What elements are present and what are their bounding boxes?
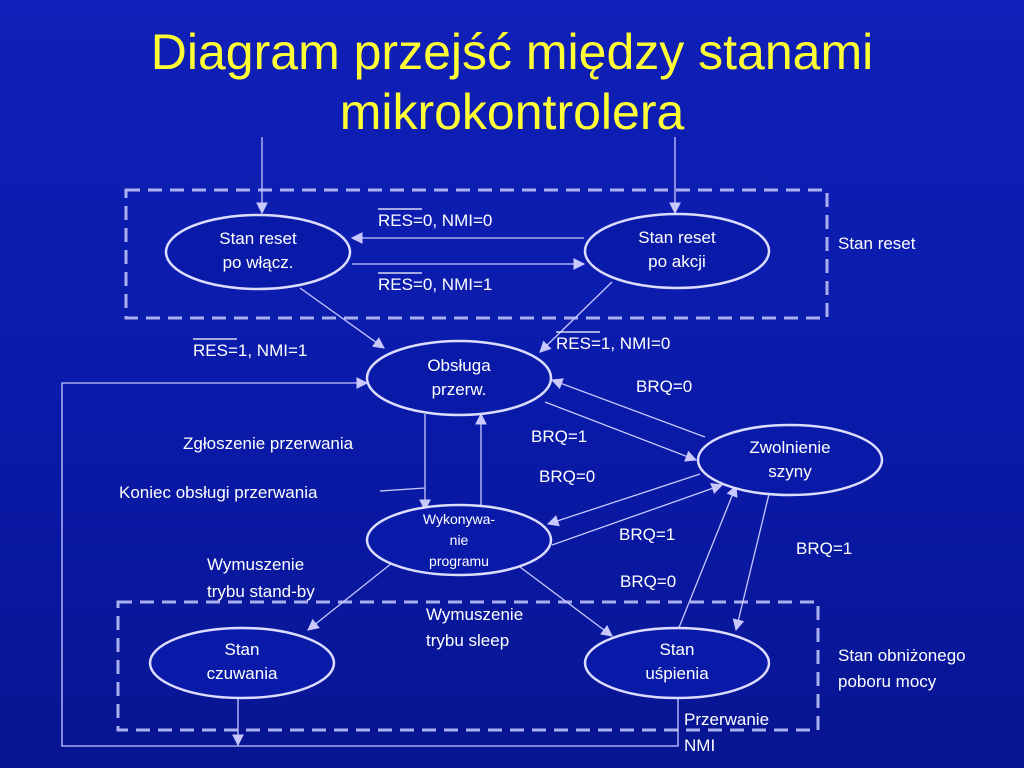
node-bus-release-line2: szyny — [768, 462, 812, 481]
node-sleep-line1: Stan — [660, 640, 695, 659]
edge-bus-to-sleep — [732, 489, 771, 632]
edge-bus-to-program — [546, 473, 701, 527]
label-res0-nmi1-res: RES — [378, 275, 413, 294]
node-sleep-line2: uśpienia — [645, 664, 709, 683]
label-res0-nmi0-res: RES — [378, 211, 413, 230]
label-brq0-c: BRQ=0 — [620, 572, 676, 591]
node-sleep: Stan uśpienia — [583, 626, 771, 700]
node-reset-power-on: Stan reset po włącz. — [164, 213, 352, 291]
node-interrupt-line2: przerw. — [432, 380, 487, 399]
node-reset-action-line2: po akcji — [648, 252, 706, 271]
node-bus-release: Zwolnienie szyny — [696, 423, 884, 497]
title-line-1: Diagram przejść między stanami — [150, 24, 874, 80]
group-label-low-power-2: poboru mocy — [838, 672, 937, 691]
label-force-sleep-1: Wymuszenie — [426, 605, 523, 624]
label-res1-nmi0-res: RES — [556, 334, 591, 353]
label-interrupt-request: Zgłoszenie przerwania — [183, 434, 354, 453]
node-program-line3: programu — [429, 553, 489, 569]
label-force-standby-2: trybu stand-by — [207, 582, 315, 601]
label-force-standby-1: Wymuszenie — [207, 555, 304, 574]
group-label-reset: Stan reset — [838, 234, 916, 253]
edge-nmi-loop — [61, 377, 679, 747]
label-nmi-2: NMI — [684, 736, 715, 755]
label-res0-nmi0-rest: =0, NMI=0 — [413, 211, 492, 230]
node-program: Wykonywa- nie programu — [365, 503, 553, 577]
edge-sleep-to-bus — [677, 484, 738, 631]
edge-poweron-to-interrupt — [299, 287, 385, 349]
label-brq1-c: BRQ=1 — [796, 539, 852, 558]
edge-action-to-interrupt — [539, 281, 613, 353]
node-program-line1: Wykonywa- — [423, 511, 496, 527]
node-reset-power-on-line1: Stan reset — [219, 229, 297, 248]
node-standby-line1: Stan — [225, 640, 260, 659]
label-brq0-b: BRQ=0 — [539, 467, 595, 486]
svg-text:RES=1, NMI=1: RES=1, NMI=1 — [193, 341, 307, 360]
label-res1-nmi0: RES=1, NMI=0 — [556, 331, 670, 353]
node-reset-power-on-line2: po włącz. — [223, 253, 294, 272]
low-power-group-box — [116, 600, 820, 732]
svg-text:RES=0, NMI=1: RES=0, NMI=1 — [378, 275, 492, 294]
group-label-low-power-1: Stan obniżonego — [838, 646, 966, 665]
label-interrupt-end: Koniec obsługi przerwania — [119, 483, 318, 502]
node-reset-action: Stan reset po akcji — [583, 212, 771, 290]
label-res1-nmi0-rest: =1, NMI=0 — [591, 334, 670, 353]
label-res0-nmi1-rest: =0, NMI=1 — [413, 275, 492, 294]
edge-program-to-sleep — [519, 566, 613, 637]
edge-bus-to-interrupt — [550, 378, 706, 438]
label-res0-nmi1: RES=0, NMI=1 — [378, 272, 492, 294]
svg-text:RES=0, NMI=0: RES=0, NMI=0 — [378, 211, 492, 230]
edge-program-to-bus — [551, 482, 724, 546]
label-res1-nmi1-rest: =1, NMI=1 — [228, 341, 307, 360]
node-interrupt: Obsługa przerw. — [365, 339, 553, 417]
label-nmi-1: Przerwanie — [684, 710, 769, 729]
label-brq0-a: BRQ=0 — [636, 377, 692, 396]
node-standby: Stan czuwania — [148, 626, 336, 700]
label-res0-nmi0: RES=0, NMI=0 — [378, 208, 492, 230]
node-interrupt-line1: Obsługa — [427, 356, 491, 375]
page-title: Diagram przejść między stanami mikrokont… — [0, 22, 1024, 142]
label-force-sleep-2: trybu sleep — [426, 631, 509, 650]
title-line-2: mikrokontrolera — [339, 84, 685, 140]
reset-group-box — [124, 188, 829, 320]
label-res1-nmi1: RES=1, NMI=1 — [193, 338, 307, 360]
node-reset-action-line1: Stan reset — [638, 228, 716, 247]
edge-interrupt-end-pointer — [379, 487, 426, 492]
node-program-line2: nie — [450, 532, 469, 548]
node-bus-release-line1: Zwolnienie — [749, 438, 830, 457]
node-standby-line2: czuwania — [207, 664, 278, 683]
label-res1-nmi1-res: RES — [193, 341, 228, 360]
svg-text:RES=1, NMI=0: RES=1, NMI=0 — [556, 334, 670, 353]
label-brq1-a: BRQ=1 — [531, 427, 587, 446]
label-brq1-b: BRQ=1 — [619, 525, 675, 544]
edge-program-to-standby — [307, 562, 393, 631]
edge-interrupt-to-bus — [544, 401, 698, 462]
